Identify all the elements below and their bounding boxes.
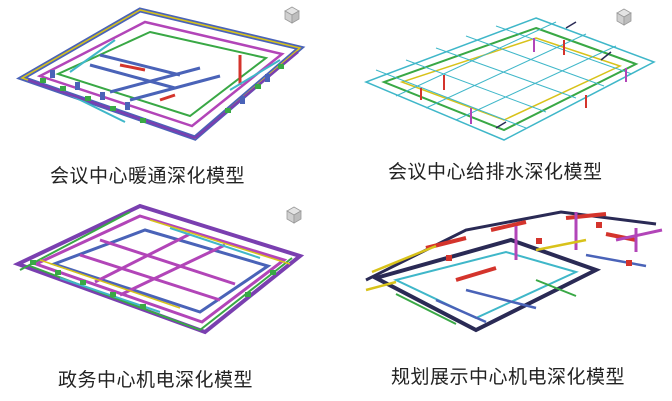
viewcube-icon [616, 8, 632, 26]
caption-government-center-model: 政务中心机电深化模型 [58, 369, 254, 391]
viewcube-icon [286, 206, 302, 224]
panel-hvac-model: 会议中心暖通深化模型 [0, 0, 336, 200]
caption-plumbing-model: 会议中心给排水深化模型 [388, 161, 603, 183]
panel-plumbing-model: 会议中心给排水深化模型 [336, 0, 672, 200]
caption-hvac-model: 会议中心暖通深化模型 [50, 165, 246, 187]
viewcube-icon [284, 6, 300, 24]
panel-planning-exhibition-model: 规划展示中心机电深化模型 [336, 200, 672, 401]
hvac-model-render [16, 7, 306, 141]
panel-government-center-model: 政务中心机电深化模型 [0, 200, 336, 401]
planning-exhibition-model-render [365, 210, 663, 333]
plumbing-model-render [363, 17, 656, 141]
government-center-model-render [12, 203, 305, 335]
caption-planning-exhibition-model: 规划展示中心机电深化模型 [391, 366, 626, 388]
